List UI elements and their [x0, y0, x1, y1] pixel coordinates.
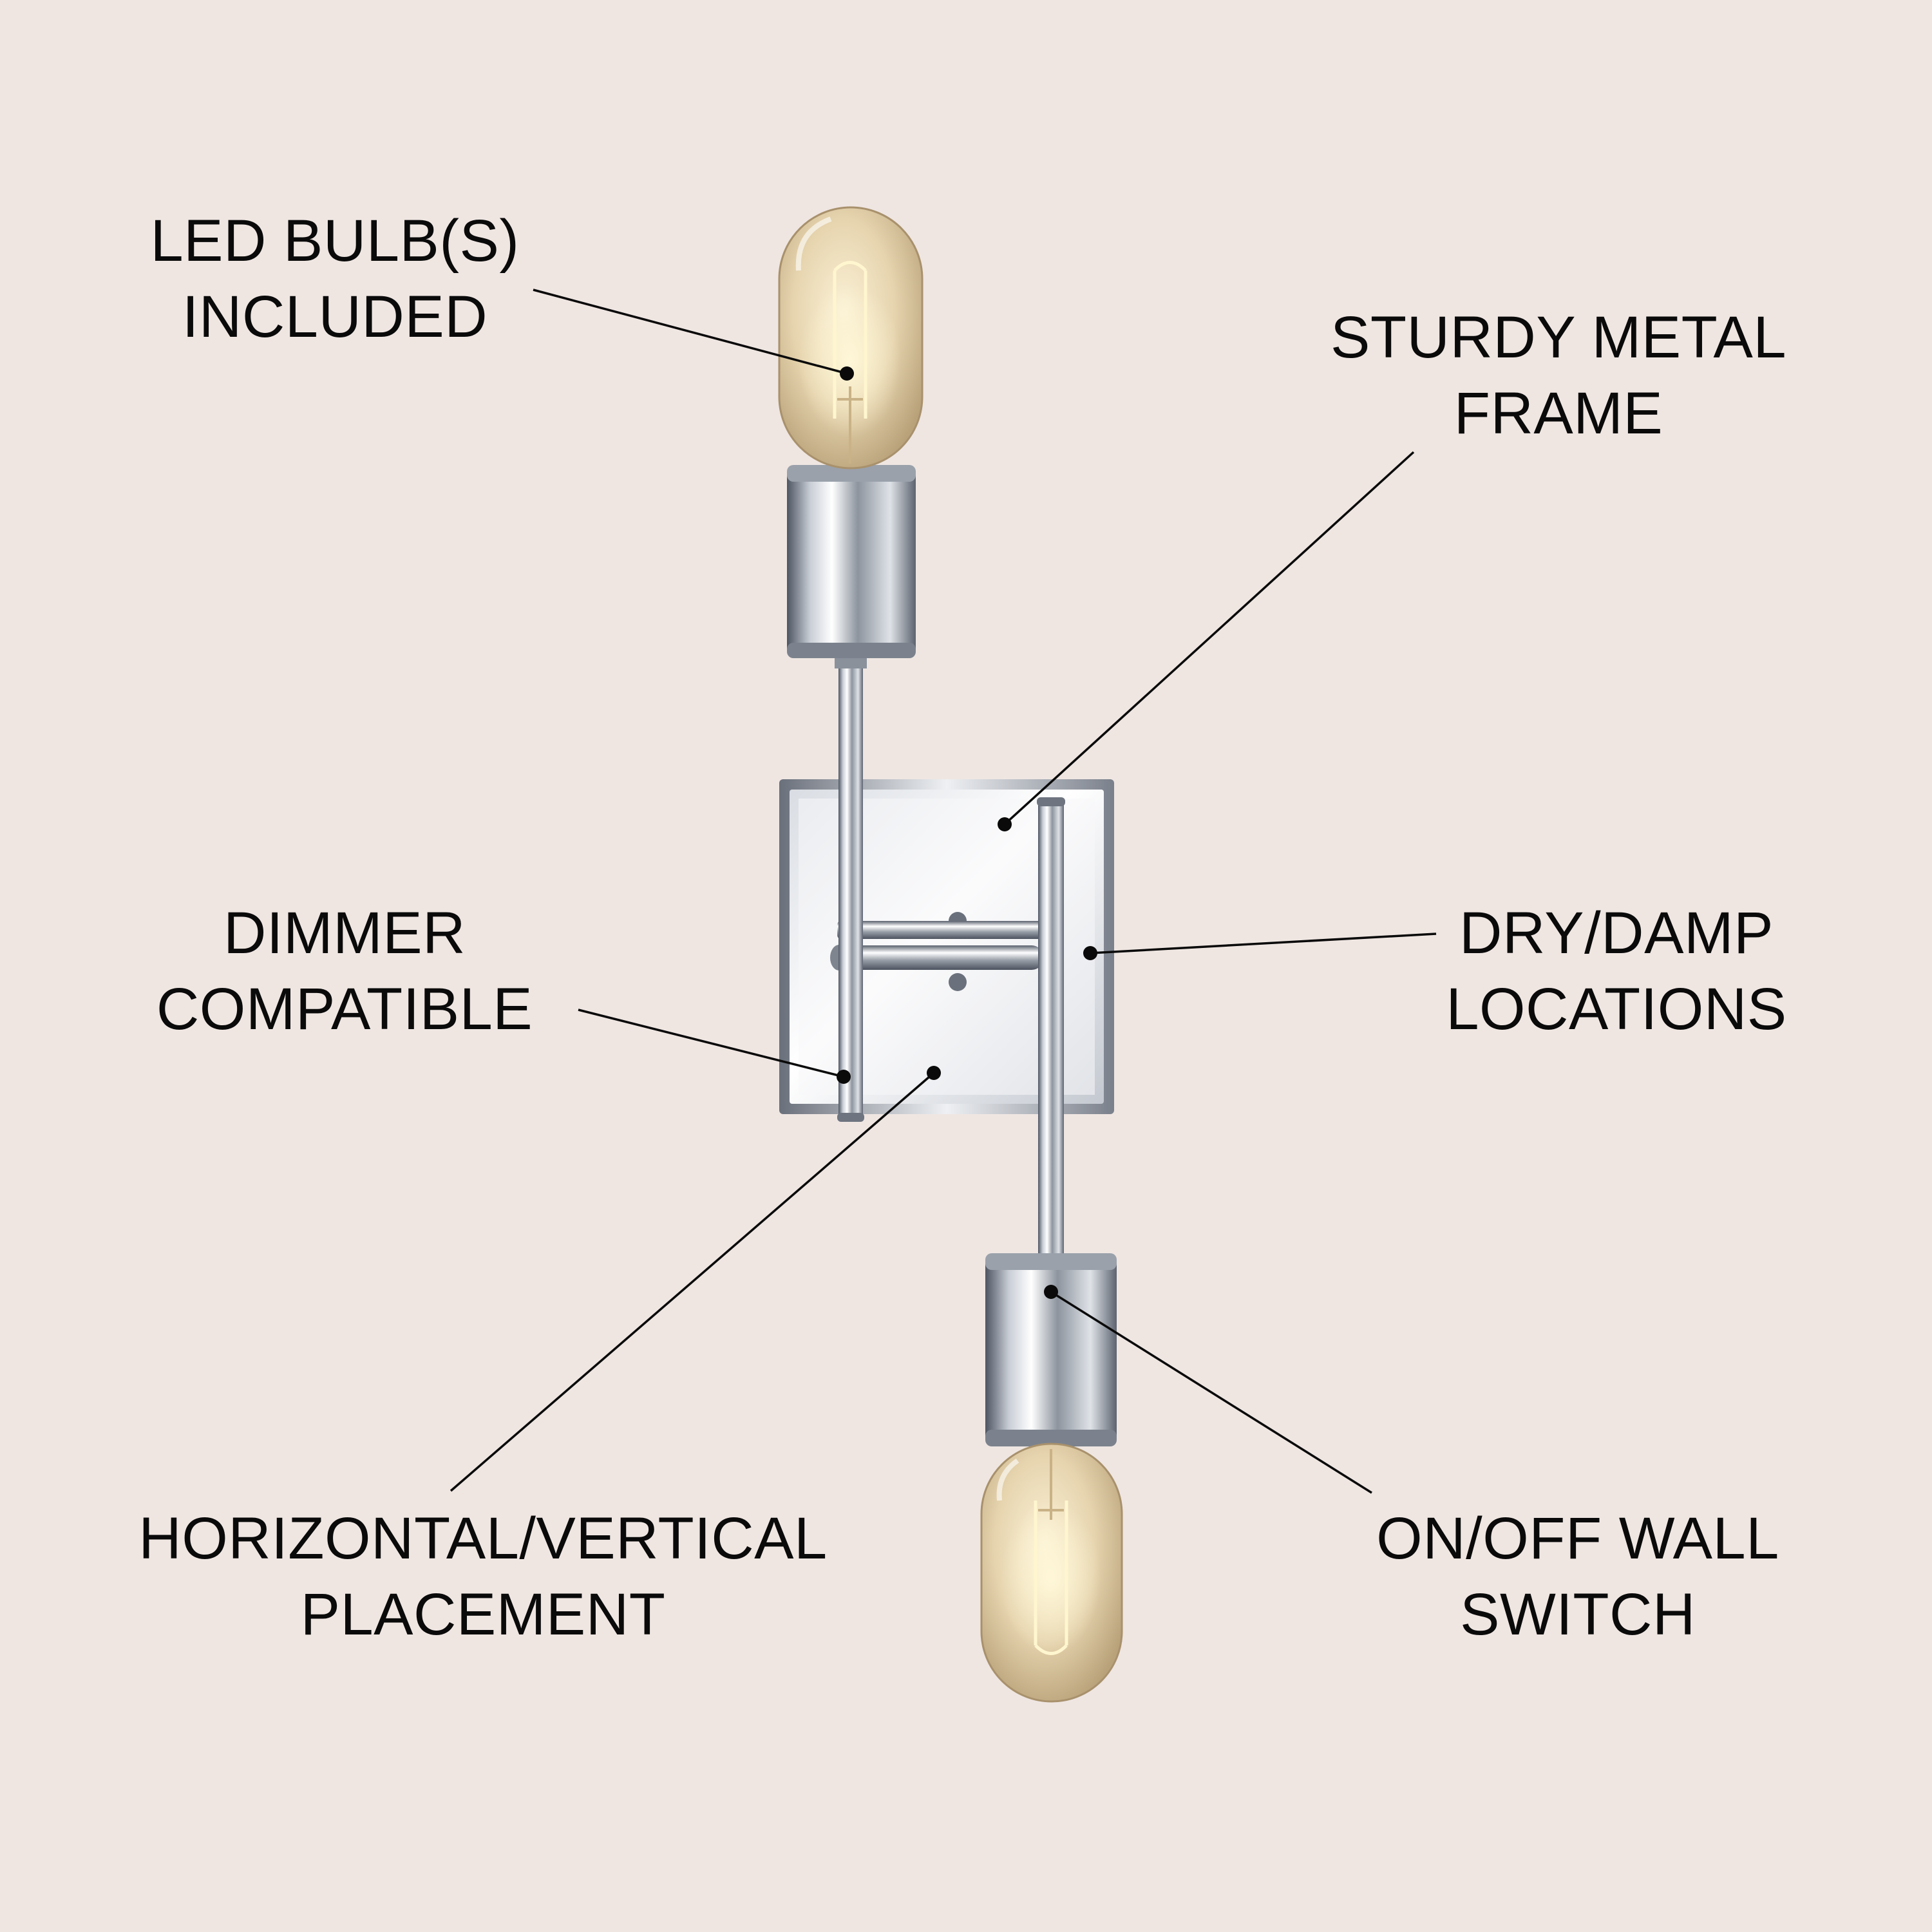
- leader-lines: [450, 289, 1437, 1494]
- callout-switch-line2: SWITCH: [1460, 1582, 1696, 1647]
- callout-locations: DRY/DAMP LOCATIONS: [1404, 895, 1829, 1047]
- callout-placement-line1: HORIZONTAL/VERTICAL: [138, 1506, 828, 1571]
- lower-bulb: [980, 1443, 1123, 1703]
- callout-metal-frame-line2: FRAME: [1454, 381, 1663, 446]
- callout-led-bulbs-line2: INCLUDED: [182, 284, 488, 350]
- leader-dots: [837, 366, 1097, 1299]
- leader-placement: [450, 1072, 935, 1492]
- callout-locations-line1: DRY/DAMP: [1459, 900, 1774, 966]
- dot-locations: [1083, 946, 1097, 960]
- callout-metal-frame-line1: STURDY METAL: [1330, 305, 1787, 370]
- callout-dimmer: DIMMER COMPATIBLE: [97, 895, 592, 1047]
- dot-led-bulbs: [840, 366, 854, 381]
- upper-arm: [835, 657, 867, 1122]
- callout-dimmer-line2: COMPATIBLE: [156, 976, 533, 1042]
- upper-bulb: [778, 206, 923, 469]
- dot-switch: [1044, 1285, 1058, 1299]
- leader-led-bulbs: [533, 289, 848, 375]
- callout-led-bulbs-line1: LED BULB(S): [150, 208, 520, 274]
- lower-socket: [985, 1253, 1117, 1446]
- callout-metal-frame: STURDY METAL FRAME: [1282, 299, 1835, 451]
- leader-dimmer: [578, 1009, 844, 1078]
- dot-dimmer: [837, 1070, 851, 1084]
- leader-locations: [1090, 933, 1437, 954]
- callout-locations-line2: LOCATIONS: [1446, 976, 1787, 1042]
- upper-socket: [787, 465, 916, 658]
- leader-switch: [1050, 1291, 1372, 1494]
- callout-placement-line2: PLACEMENT: [300, 1582, 666, 1647]
- dot-metal-frame: [998, 817, 1012, 831]
- callout-switch: ON/OFF WALL SWITCH: [1333, 1501, 1823, 1653]
- callout-led-bulbs: LED BULB(S) INCLUDED: [103, 203, 567, 355]
- callout-dimmer-line1: DIMMER: [223, 900, 466, 966]
- callout-placement: HORIZONTAL/VERTICAL PLACEMENT: [77, 1501, 889, 1653]
- leader-metal-frame: [1003, 451, 1415, 826]
- lower-arm: [1034, 797, 1068, 1265]
- dot-placement: [927, 1066, 941, 1080]
- callout-switch-line1: ON/OFF WALL: [1376, 1506, 1779, 1571]
